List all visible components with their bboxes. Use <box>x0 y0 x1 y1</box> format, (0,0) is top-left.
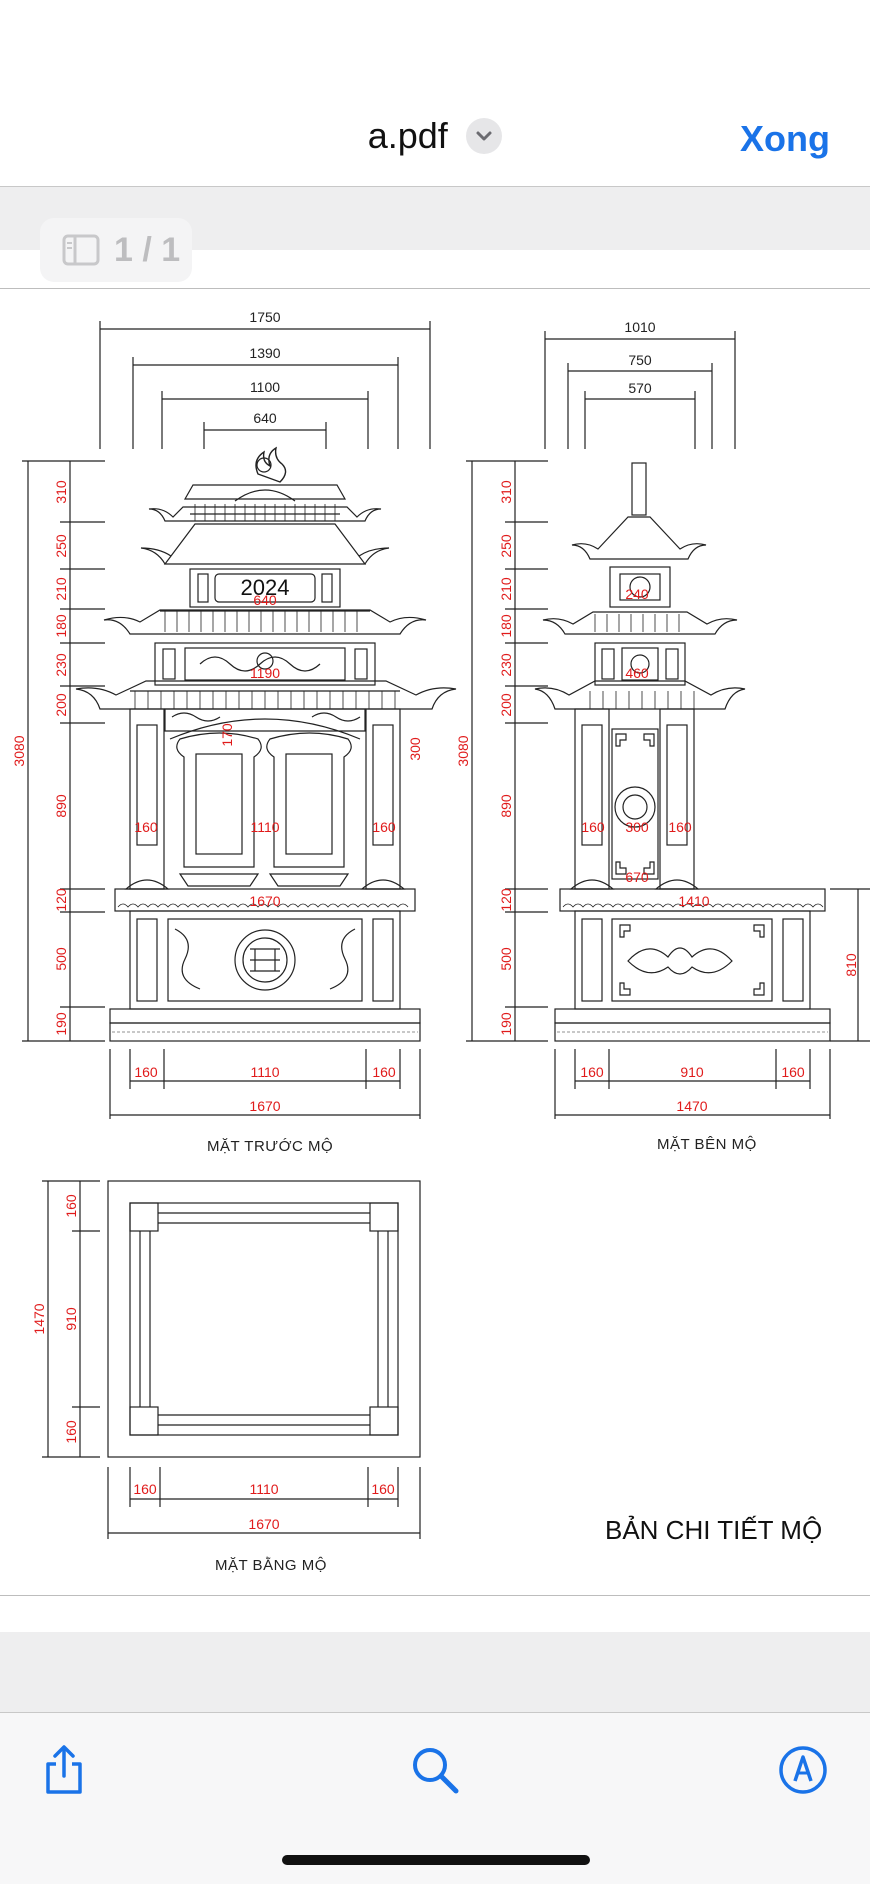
plan-view-caption: MẶT BẰNG MỘ <box>215 1557 327 1574</box>
navigation-bar: a.pdf Xong <box>0 0 870 187</box>
done-button[interactable]: Xong <box>740 118 830 159</box>
side-inner-1: 240 <box>625 586 649 602</box>
front-height-2: 250 <box>53 534 69 558</box>
plan-bottom-dim-3: 160 <box>371 1481 395 1497</box>
side-bottom-dim-2: 910 <box>680 1064 704 1080</box>
front-top-dim-4: 640 <box>253 410 277 426</box>
front-height-1: 310 <box>53 480 69 504</box>
plan-bottom-total: 1670 <box>248 1516 279 1532</box>
front-height-7: 890 <box>53 794 69 818</box>
sidebar-icon <box>62 234 100 266</box>
side-inner-2: 460 <box>625 665 649 681</box>
front-height-5: 230 <box>53 653 69 677</box>
side-bottom-dim-1: 160 <box>580 1064 604 1080</box>
front-inner-5: 160 <box>134 819 158 835</box>
tomb-drawing: 1750 1390 1100 640 3080 310 250 210 180 … <box>11 309 870 1539</box>
side-bottom-total: 1470 <box>676 1098 707 1114</box>
front-height-6: 200 <box>53 693 69 717</box>
side-height-total: 3080 <box>455 735 471 766</box>
side-height-7: 890 <box>498 794 514 818</box>
side-height-2: 250 <box>498 534 514 558</box>
plan-left-dim-1: 160 <box>63 1194 79 1218</box>
page-indicator[interactable]: 1 / 1 <box>40 218 192 282</box>
front-inner-8: 1670 <box>249 893 280 909</box>
front-bottom-dim-1: 160 <box>134 1064 158 1080</box>
front-bottom-total: 1670 <box>249 1098 280 1114</box>
side-height-9: 500 <box>498 947 514 971</box>
bottom-gray-area <box>0 1632 870 1712</box>
front-inner-2: 1190 <box>250 665 280 681</box>
side-top-dim-3: 570 <box>628 380 652 396</box>
front-bottom-dim-3: 160 <box>372 1064 396 1080</box>
side-top-dim-1: 1010 <box>624 319 655 335</box>
plan-left-dim-3: 160 <box>63 1420 79 1444</box>
page-indicator-label: 1 / 1 <box>114 231 181 269</box>
side-height-10: 190 <box>498 1012 514 1036</box>
pdf-page[interactable]: 1750 1390 1100 640 3080 310 250 210 180 … <box>0 288 870 1596</box>
front-inner-1: 640 <box>253 592 277 608</box>
side-view-caption: MẶT BÊN MỘ <box>657 1136 757 1153</box>
search-button[interactable] <box>410 1745 460 1800</box>
side-height-1: 310 <box>498 480 514 504</box>
side-inner-5: 160 <box>668 819 692 835</box>
title-area[interactable]: a.pdf <box>0 115 870 157</box>
plan-left-total: 1470 <box>31 1303 47 1334</box>
front-height-10: 190 <box>53 1012 69 1036</box>
front-inner-3: 170 <box>219 723 235 747</box>
side-height-8: 120 <box>498 888 514 912</box>
side-inner-7: 1410 <box>678 893 709 909</box>
share-icon <box>46 1745 82 1794</box>
side-inner-4: 300 <box>625 819 649 835</box>
front-top-dim-1: 1750 <box>249 309 280 325</box>
front-inner-4: 300 <box>407 737 423 761</box>
markup-icon <box>779 1746 827 1794</box>
front-height-9: 500 <box>53 947 69 971</box>
side-inner-3: 160 <box>581 819 605 835</box>
sheet-title: BẢN CHI TIẾT MỘ <box>605 1515 823 1545</box>
side-height-5: 230 <box>498 653 514 677</box>
plan-left-dim-2: 910 <box>63 1307 79 1331</box>
front-inner-6: 1110 <box>250 819 279 835</box>
front-view-caption: MẶT TRƯỚC MỘ <box>207 1138 334 1155</box>
search-icon <box>413 1748 459 1794</box>
side-inner-6: 670 <box>625 869 649 885</box>
side-top-dim-2: 750 <box>628 352 652 368</box>
markup-button[interactable] <box>778 1745 828 1800</box>
side-right-dim: 810 <box>843 953 859 977</box>
plan-bottom-dim-2: 1110 <box>249 1481 278 1497</box>
year-label: 2024 <box>241 575 290 600</box>
side-height-6: 200 <box>498 693 514 717</box>
front-height-3: 210 <box>53 577 69 601</box>
front-top-dim-2: 1390 <box>249 345 280 361</box>
front-height-4: 180 <box>53 614 69 638</box>
front-top-dim-3: 1100 <box>250 379 280 395</box>
front-height-total: 3080 <box>11 735 27 766</box>
front-height-8: 120 <box>53 888 69 912</box>
share-button[interactable] <box>42 1744 86 1801</box>
chevron-down-icon[interactable] <box>466 118 503 154</box>
home-indicator <box>282 1855 590 1865</box>
front-bottom-dim-2: 1110 <box>250 1064 279 1080</box>
plan-bottom-dim-1: 160 <box>133 1481 157 1497</box>
document-title[interactable]: a.pdf <box>367 115 448 156</box>
side-height-3: 210 <box>498 577 514 601</box>
side-height-4: 180 <box>498 614 514 638</box>
front-inner-7: 160 <box>372 819 396 835</box>
side-bottom-dim-3: 160 <box>781 1064 805 1080</box>
